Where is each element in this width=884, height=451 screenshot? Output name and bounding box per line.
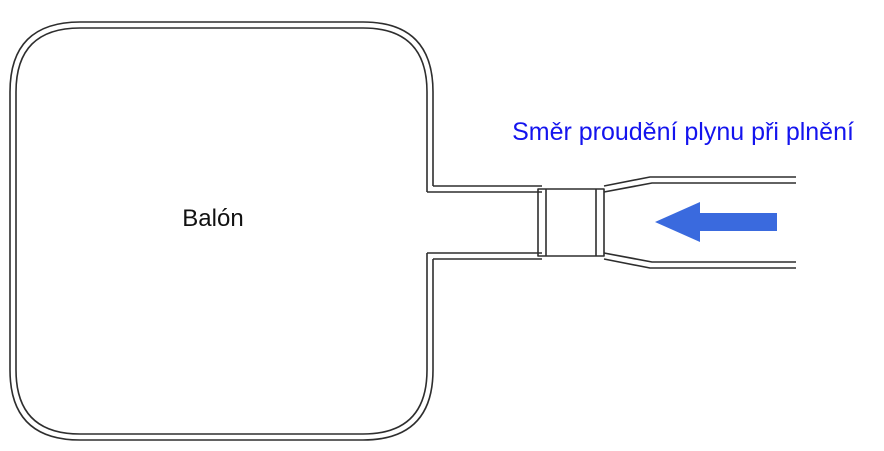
left-arrow-icon: [655, 202, 777, 242]
flow-direction-label: Směr proudění plynu při plnění: [512, 118, 854, 146]
filling-tube: [603, 176, 796, 269]
flare-bottom-inner: [603, 252, 796, 263]
flare-top-outer: [603, 176, 796, 187]
valve-body: [537, 188, 605, 257]
balloon-outline-outer: [9, 21, 434, 441]
balloon-outline-inner: [15, 27, 428, 435]
flare-bottom-outer: [603, 258, 796, 269]
neck-tube: [427, 185, 542, 260]
balloon-label: Balón: [182, 205, 243, 232]
valve-coupling: [537, 188, 605, 257]
flare-top-inner: [603, 182, 796, 193]
